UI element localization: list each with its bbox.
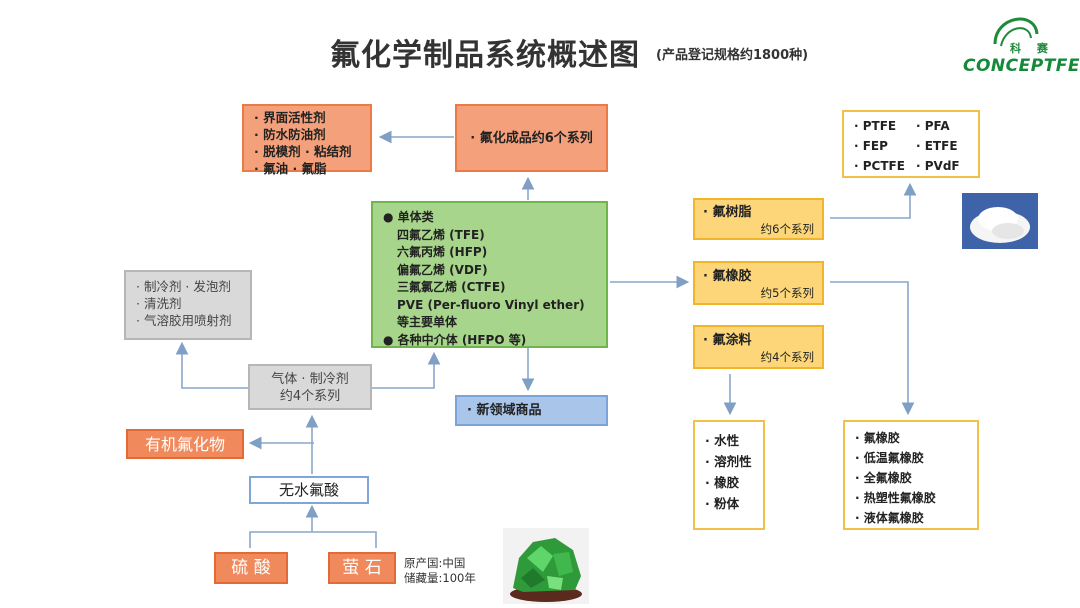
- monomer-item: 偏氟乙烯 (VDF): [397, 262, 488, 277]
- fluororesin-box: · 氟树脂 约6个系列: [693, 198, 824, 240]
- fluororesin-types-box: · PTFE · PFA · FEP · ETFE · PCTFE · PVdF: [842, 110, 980, 178]
- resin-type: · PCTFE: [854, 159, 905, 173]
- new-field-products-box: · 新领域商品: [455, 395, 608, 426]
- list-item: · 水性: [705, 433, 740, 448]
- list-item: · 溶剂性: [705, 454, 752, 469]
- finished-products-box: · 氟化成品约6个系列: [455, 104, 608, 172]
- list-item: · 制冷剂 · 发泡剂: [136, 279, 231, 294]
- monomer-item: 六氟丙烯 (HFP): [397, 245, 488, 259]
- list-item: · 粉体: [705, 496, 740, 511]
- fluororesin-series: 约6个系列: [760, 222, 814, 236]
- list-item: · 全氟橡胶: [855, 471, 912, 485]
- fluorocoating-box: · 氟涂料 约4个系列: [693, 325, 824, 369]
- monomer-intermediates-box: ● 单体类 四氟乙烯 (TFE) 六氟丙烯 (HFP) 偏氟乙烯 (VDF) 三…: [371, 201, 608, 348]
- new-field-label: · 新领域商品: [467, 403, 542, 418]
- arrow-gas-to-center: [372, 351, 441, 389]
- surfactant-products-box: · 界面活性剂 · 防水防油剂 · 脱模剂 · 粘结剂 · 氟油 · 氟脂: [242, 104, 372, 176]
- coating-types-box: · 水性 · 溶剂性 · 橡胶 · 粉体: [693, 420, 765, 530]
- resin-type: · FEP: [854, 139, 888, 153]
- fluororubber-box: · 氟橡胶 约5个系列: [693, 261, 824, 305]
- arrow-gas-to-uses: [175, 341, 248, 389]
- resin-type: · ETFE: [916, 139, 958, 153]
- list-item: · 清洗剂: [136, 296, 182, 311]
- intermediates-header: ● 各种中介体 (HFPO 等): [383, 332, 527, 347]
- monomer-header: ● 单体类: [383, 210, 434, 224]
- monomer-item: PVE (Per-fluoro Vinyl ether): [397, 297, 585, 312]
- resin-type: · PTFE: [854, 119, 897, 133]
- anhydrous-hf-label: 无水氟酸: [278, 480, 339, 499]
- list-item: · 脱模剂 · 粘结剂: [254, 144, 352, 159]
- anhydrous-hf-box: 无水氟酸: [249, 476, 369, 504]
- fluororesin-powder-image: [962, 193, 1038, 249]
- list-item: · 界面活性剂: [254, 110, 326, 125]
- monomer-item: 三氟氯乙烯 (CTFE): [397, 280, 506, 294]
- list-item: · 橡胶: [705, 475, 740, 490]
- fluorocoating-series: 约4个系列: [760, 350, 814, 364]
- page-title: 氟化学制品系统概述图: [330, 38, 640, 73]
- list-item: · 氟橡胶: [855, 431, 900, 445]
- line-raw-materials: [249, 531, 377, 548]
- finished-products-label: · 氟化成品约6个系列: [470, 130, 593, 146]
- refrigerant-uses-box: · 制冷剂 · 发泡剂 · 清洗剂 · 气溶胶用喷射剂: [124, 270, 252, 340]
- fluororubber-label: · 氟橡胶: [703, 269, 752, 284]
- arrow-rubber-to-types: [830, 281, 915, 416]
- gas-refrigerant-series: 约4个系列: [279, 389, 341, 404]
- resin-type: · PVdF: [916, 159, 960, 173]
- logo-arc-icon: [993, 17, 1039, 47]
- logo-english: CONCEPTFE: [963, 56, 1080, 76]
- resin-type: · PFA: [916, 119, 950, 133]
- list-item: · 氟油 · 氟脂: [254, 161, 327, 176]
- list-item: · 气溶胶用喷射剂: [136, 313, 232, 328]
- monomer-item: 四氟乙烯 (TFE): [397, 227, 485, 242]
- fluorocoating-label: · 氟涂料: [703, 333, 752, 348]
- page-subtitle: (产品登记规格约1800种): [656, 48, 809, 63]
- list-item: · 热塑性氟橡胶: [855, 491, 936, 505]
- arrow-resin-to-types: [830, 182, 917, 219]
- origin-country: 原产国:中国: [404, 556, 466, 570]
- sulfuric-acid-label: 硫 酸: [231, 557, 271, 578]
- organic-fluoride-box: 有机氟化物: [126, 429, 244, 459]
- fluorite-label: 萤 石: [342, 557, 382, 578]
- rubber-types-box: · 氟橡胶 · 低温氟橡胶 · 全氟橡胶 · 热塑性氟橡胶 · 液体氟橡胶: [843, 420, 979, 530]
- origin-reserve: 储藏量:100年: [404, 571, 476, 585]
- list-item: · 液体氟橡胶: [855, 511, 924, 525]
- fluororubber-series: 约5个系列: [760, 286, 814, 300]
- fluorite-box: 萤 石: [328, 552, 396, 584]
- gas-refrigerant-box: 气体 · 制冷剂 约4个系列: [248, 364, 372, 410]
- list-item: · 低温氟橡胶: [855, 451, 924, 465]
- fluorite-origin-info: 原产国:中国 储藏量:100年: [404, 556, 476, 586]
- list-item: · 防水防油剂: [254, 127, 326, 142]
- sulfuric-acid-box: 硫 酸: [214, 552, 288, 584]
- fluororesin-label: · 氟树脂: [703, 205, 752, 220]
- gas-refrigerant-label: 气体 · 制冷剂: [271, 372, 349, 387]
- logo-chinese: 科 赛: [1010, 42, 1054, 55]
- monomer-item: 等主要单体: [397, 315, 458, 329]
- fluorite-mineral-image: [503, 528, 589, 604]
- organic-fluoride-label: 有机氟化物: [144, 434, 225, 454]
